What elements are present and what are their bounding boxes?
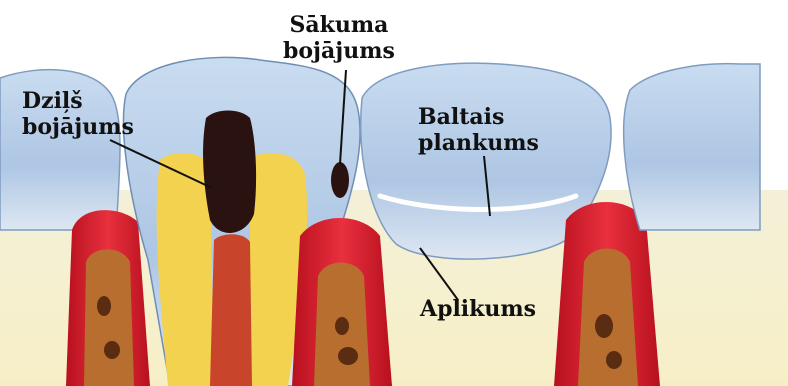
right-bone-spot — [595, 314, 613, 338]
left-bone-spot-2 — [104, 341, 120, 359]
pulp-canal — [210, 234, 252, 386]
label-initial-decay-line1: Sākuma — [283, 12, 395, 38]
initial-decay-spot — [331, 162, 349, 198]
middle-bone-spot-2 — [338, 347, 358, 365]
deep-decay-cavity — [203, 111, 256, 233]
label-deep-decay: Dziļš bojājums — [22, 88, 134, 140]
label-deep-decay-line1: Dziļš — [22, 88, 134, 114]
right-bone-spot-2 — [606, 351, 622, 369]
right-partial-tooth — [624, 64, 760, 230]
label-initial-decay-line2: bojājums — [283, 38, 395, 64]
label-white-spot-line1: Baltais — [418, 104, 539, 130]
label-deep-decay-line2: bojājums — [22, 114, 134, 140]
label-white-spot-line2: plankums — [418, 130, 539, 156]
label-initial-decay: Sākuma bojājums — [283, 12, 395, 64]
left-bone — [84, 249, 134, 386]
left-bone-spot — [97, 296, 111, 316]
middle-bone-spot — [335, 317, 349, 335]
label-white-spot: Baltais plankums — [418, 104, 539, 156]
label-plaque: Aplikums — [420, 296, 536, 322]
